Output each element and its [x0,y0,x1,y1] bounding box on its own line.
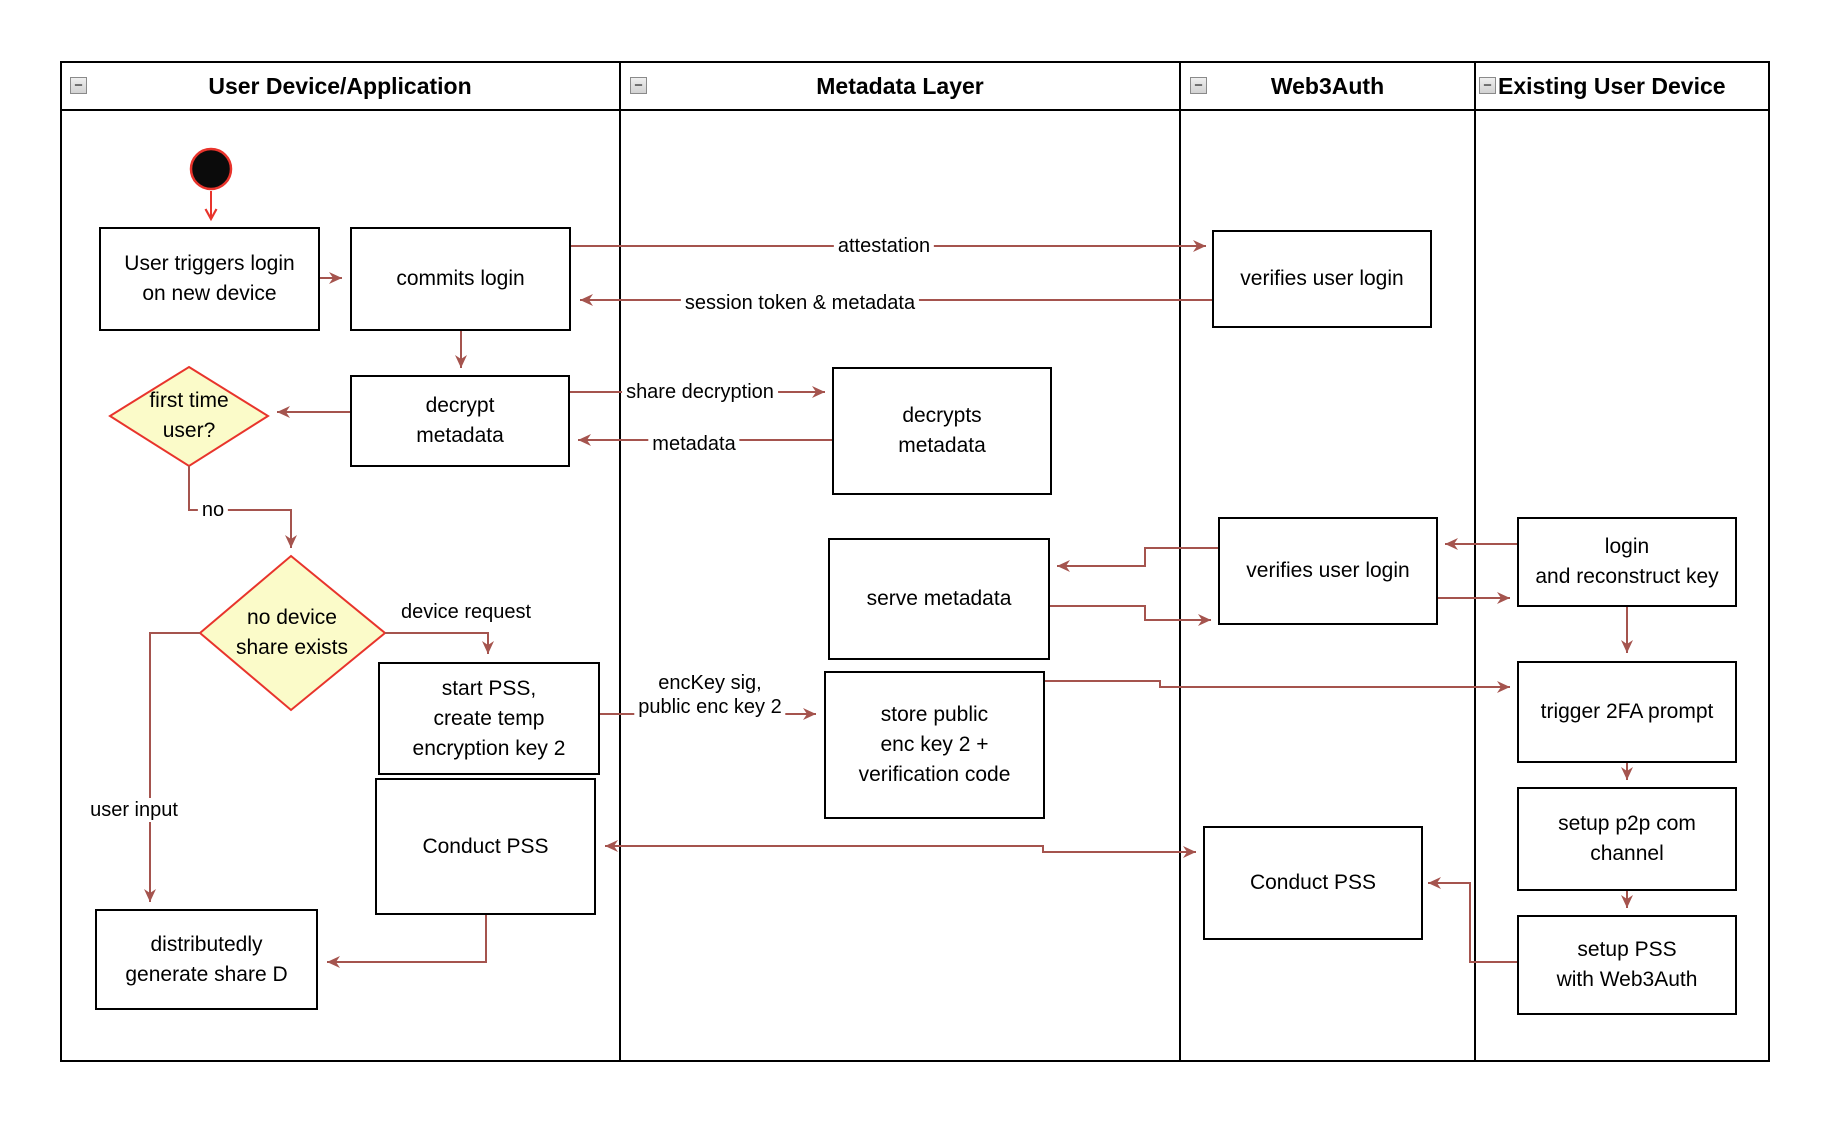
edge-no-branch [188,466,297,548]
label-share-decryption: share decryption [622,380,778,404]
node-decrypts-metadata: decrypts metadata [832,367,1052,495]
label-device-request: device request [396,600,536,624]
edge-store-to-2fa [1045,680,1510,693]
edge-user-input [144,632,200,902]
node-login-reconstruct: login and reconstruct key [1517,517,1737,607]
node-setup-p2p: setup p2p com channel [1517,787,1737,891]
node-conduct-pss-user: Conduct PSS [375,778,596,915]
decision-first-time-user-label: first time user? [149,389,229,442]
diagram-frame [60,61,1770,1062]
edge-serve-to-verify [1050,605,1211,626]
decision-no-device-share-label: no device share exists [235,606,349,659]
label-enckey: encKey sig, public enc key 2 [634,671,786,719]
lane-title-metadata: Metadata Layer [816,73,984,99]
swimlane-frame [60,61,1770,1062]
node-decrypt-metadata: decrypt metadata [350,375,570,467]
edge-pss-to-shared [327,915,487,968]
collapse-icon[interactable]: − [630,77,647,94]
label-metadata: metadata [648,432,740,456]
node-commits-login: commits login [350,227,571,331]
edge-setup-to-conduct [1428,877,1517,963]
label-attestation: attestation [833,234,935,258]
collapse-icon[interactable]: − [1190,77,1207,94]
node-setup-pss: setup PSS with Web3Auth [1517,915,1737,1015]
label-user-input: user input [86,798,182,822]
node-trigger-2fa: trigger 2FA prompt [1517,661,1737,763]
lane-title-web3auth: Web3Auth [1270,73,1385,99]
node-serve-metadata: serve metadata [828,538,1050,660]
collapse-icon[interactable]: − [70,77,87,94]
node-user-triggers-login: User triggers login on new device [99,227,320,331]
initial-node [189,147,233,191]
lane-title-user-device: User Device/Application [208,73,472,99]
edge-verify-to-serve [1057,547,1218,572]
edge-device-request [385,632,494,654]
node-start-pss: start PSS, create temp encryption key 2 [378,662,600,775]
collapse-icon[interactable]: − [1479,77,1496,94]
label-no: no [197,498,229,522]
lane-title-existing-device: Existing User Device [1498,73,1726,99]
node-store-public-key: store public enc key 2 + verification co… [824,671,1045,819]
label-session-token: session token & metadata [680,291,920,315]
node-verifies-login-mid: verifies user login [1218,517,1438,625]
edge-conduct-pss-link [605,840,1196,858]
node-verifies-login-top: verifies user login [1212,230,1432,328]
decision-no-device-share [198,554,387,712]
node-conduct-pss-web3: Conduct PSS [1203,826,1423,940]
node-generate-share-d: distributedly generate share D [95,909,318,1010]
